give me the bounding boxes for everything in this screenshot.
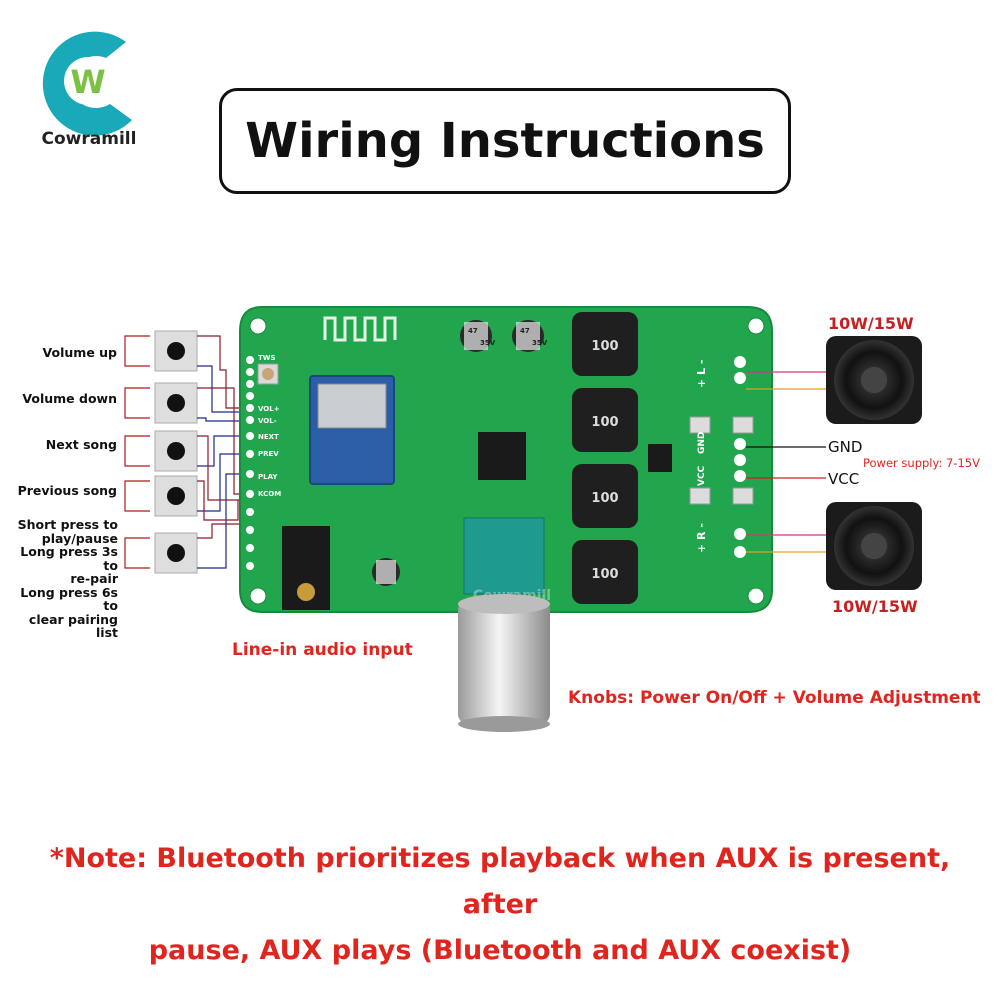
pin-label-next: NEXT — [258, 433, 279, 441]
label-next-song: Next song — [45, 437, 117, 452]
logo-mark-letter: W — [70, 63, 105, 101]
cap-label-1: 47 — [468, 327, 478, 335]
pin-label-play: PLAY — [258, 473, 278, 481]
volume-knob — [458, 594, 550, 732]
label-play-pause: Short press to play/pause Long press 3s … — [6, 518, 118, 640]
button-volume-down — [154, 382, 198, 424]
label-volume-up: Volume up — [42, 345, 117, 360]
logo-c-shape — [42, 31, 132, 136]
speaker-bottom — [826, 502, 922, 590]
amplifier-pcb — [239, 306, 773, 613]
cowramill-logo: W — [42, 31, 132, 136]
label-play-line-1: Short press to — [17, 517, 118, 532]
power-supply-label: Power supply: 7-15V — [863, 456, 980, 470]
terminal-label-right: + R - — [695, 523, 708, 553]
note-line-2: pause, AUX plays (Bluetooth and AUX coex… — [148, 935, 852, 966]
pin-label-prev: PREV — [258, 450, 279, 458]
terminal-label-gnd: GND — [697, 432, 707, 454]
label-play-line-2: play/pause — [41, 530, 118, 546]
button-play — [154, 532, 198, 574]
speaker-bottom-label: 10W/15W — [832, 597, 918, 616]
button-volume-up — [154, 330, 198, 372]
inductor-label-3: 100 — [591, 491, 618, 506]
note-text: *Note: Bluetooth prioritizes playback wh… — [20, 836, 980, 974]
pin-label-vol-down: VOL- — [258, 417, 277, 425]
terminal-label-vcc: VCC — [697, 465, 707, 486]
label-play-line-6: clear pairing list — [28, 611, 118, 640]
gnd-label: GND — [828, 438, 863, 456]
button-bracket-lines — [124, 335, 150, 569]
pin-label-vol-up: VOL+ — [258, 405, 280, 413]
inductor-label-2: 100 — [591, 415, 618, 430]
label-volume-down: Volume down — [22, 391, 117, 406]
tactile-buttons — [154, 330, 198, 574]
label-play-line-5: Long press 6s to — [20, 584, 118, 613]
logo-brand-name: Cowramill — [41, 129, 137, 149]
note-line-1: *Note: Bluetooth prioritizes playback wh… — [49, 843, 951, 920]
label-previous-song: Previous song — [17, 483, 117, 498]
cap-label-2: 47 — [520, 327, 530, 335]
inductor-label-4: 100 — [591, 567, 618, 582]
cap-label-1-voltage: 35V — [480, 339, 496, 347]
terminal-label-left: + L - — [695, 360, 708, 388]
output-wires — [746, 371, 826, 553]
button-next-song — [154, 430, 198, 472]
inductor-label-1: 100 — [591, 339, 618, 354]
pin-label-kcom: KCOM — [258, 490, 281, 498]
line-in-label: Line-in audio input — [232, 640, 413, 660]
label-play-line-4: re-pair — [70, 571, 118, 586]
speaker-top — [826, 336, 922, 424]
cap-label-2-voltage: 35V — [532, 339, 548, 347]
label-play-line-3: Long press 3s to — [20, 544, 118, 573]
vcc-label: VCC — [828, 470, 860, 488]
button-previous-song — [154, 475, 198, 517]
title-box: Wiring Instructions — [219, 88, 791, 194]
knob-label: Knobs: Power On/Off + Volume Adjustment — [568, 688, 981, 708]
logo-inner-circle — [64, 57, 112, 105]
speaker-top-label: 10W/15W — [828, 314, 914, 333]
page-title: Wiring Instructions — [245, 113, 765, 169]
tws-label: TWS — [258, 354, 276, 362]
